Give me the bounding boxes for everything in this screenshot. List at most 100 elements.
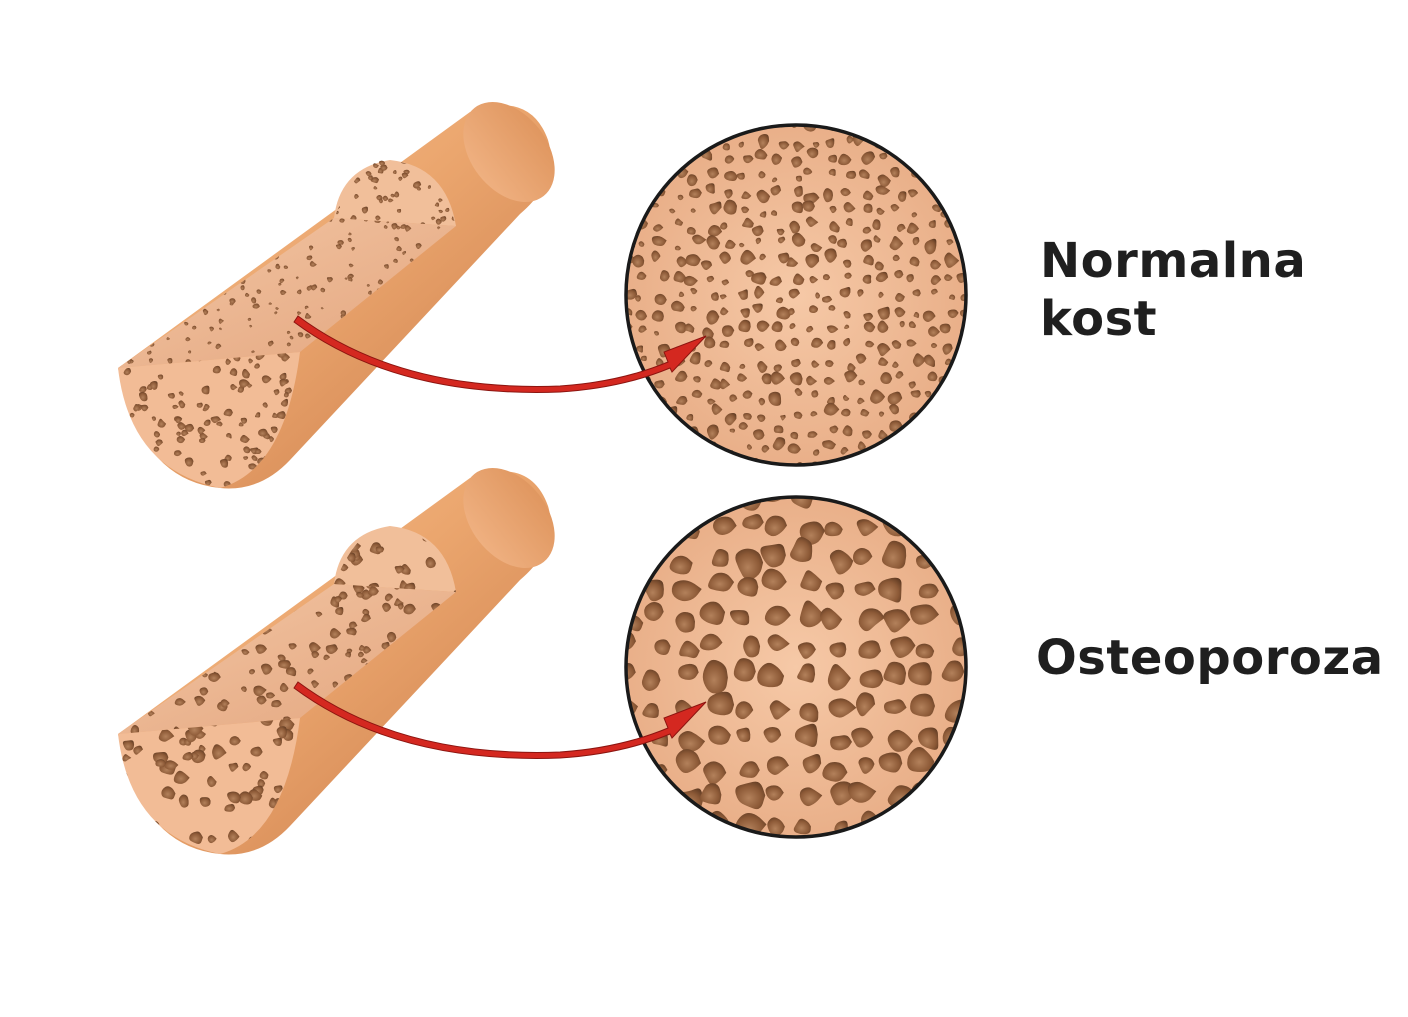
normal-pore <box>123 473 129 478</box>
osteoporosis-pore <box>270 605 280 613</box>
normal-pore <box>706 424 719 440</box>
normal-pore <box>438 209 443 214</box>
normal-pore <box>251 297 257 304</box>
osteoporosis-pore <box>416 708 427 718</box>
normal-pore <box>326 277 333 283</box>
normal-pore <box>196 402 203 408</box>
normal-pore <box>755 237 762 245</box>
normal-pore <box>683 275 698 287</box>
osteoporosis-pore <box>883 609 911 633</box>
osteoporosis-pore <box>851 727 874 748</box>
normal-pore <box>388 198 394 203</box>
normal-pore <box>710 292 719 301</box>
osteoporosis-pore <box>122 740 135 751</box>
normal-pore <box>304 305 309 310</box>
osteoporosis-pore <box>166 614 175 624</box>
osteoporosis-pore <box>332 681 339 688</box>
normal-pore <box>754 125 763 126</box>
normal-pore <box>194 254 199 258</box>
normal-pore <box>897 191 907 202</box>
normal-pore <box>653 224 664 232</box>
normal-pore <box>167 393 175 399</box>
normal-pore <box>776 228 785 236</box>
normal-pore <box>692 234 707 245</box>
normal-pore <box>815 292 820 299</box>
normal-pore <box>368 175 373 181</box>
normal-pore <box>878 357 889 366</box>
normal-pore <box>724 189 733 199</box>
osteoporosis-pore <box>384 593 393 602</box>
normal-pore <box>151 416 156 421</box>
normal-pore <box>245 247 251 252</box>
osteoporosis-pore <box>269 851 277 854</box>
normal-pore <box>812 141 820 148</box>
normal-pore <box>323 209 326 212</box>
osteoporosis-pore <box>830 735 852 751</box>
osteoporosis-pore <box>644 602 664 622</box>
normal-pore <box>277 227 282 231</box>
normal-pore <box>677 194 684 201</box>
normal-pore <box>157 208 164 214</box>
normal-pore <box>770 210 778 216</box>
normal-pore <box>368 290 372 295</box>
normal-pore <box>218 318 224 324</box>
normal-pore <box>163 262 168 266</box>
normal-pore <box>944 274 953 282</box>
normal-pore <box>244 292 250 297</box>
normal-pore <box>348 277 353 282</box>
normal-pore <box>669 208 676 214</box>
normal-pore <box>229 298 236 304</box>
normal-pore <box>701 138 710 148</box>
normal-pore <box>240 417 248 424</box>
normal-pore <box>829 221 840 233</box>
normal-pore <box>895 371 904 379</box>
normal-pore <box>347 237 352 243</box>
normal-pore <box>243 456 249 460</box>
normal-pore <box>812 449 820 456</box>
normal-pore <box>118 265 122 269</box>
osteoporosis-pore <box>199 687 209 696</box>
osteoporosis-pore <box>765 785 784 801</box>
osteoporosis-pore <box>400 563 411 575</box>
normal-pore <box>889 236 904 251</box>
normal-pore <box>339 218 345 223</box>
osteoporosis-pore <box>199 584 206 591</box>
normal-pore <box>875 271 889 283</box>
osteoporosis-pore <box>767 634 790 652</box>
osteoporosis-pore <box>847 781 877 803</box>
normal-pore <box>450 334 456 341</box>
osteoporosis-pore <box>276 726 287 739</box>
osteoporosis-pore <box>272 737 282 747</box>
normal-pore <box>177 218 183 221</box>
normal-pore <box>758 397 766 406</box>
osteoporosis-pore <box>245 584 258 591</box>
normal-pore <box>203 419 211 427</box>
normal-pore <box>370 177 379 184</box>
normal-pore <box>761 373 772 385</box>
osteoporosis-pore <box>699 633 723 651</box>
normal-pore <box>828 168 836 176</box>
normal-pore <box>224 232 231 238</box>
normal-pore <box>705 183 715 194</box>
osteoporosis-pore <box>137 659 146 669</box>
osteoporosis-pore <box>361 613 371 623</box>
normal-pore <box>184 423 195 432</box>
normal-pore <box>751 272 767 285</box>
osteoporosis-pore <box>285 667 297 677</box>
normal-pore <box>205 298 209 301</box>
normal-pore <box>258 428 268 437</box>
osteoporosis-pore <box>681 523 700 540</box>
normal-pore <box>276 411 286 419</box>
normal-pore <box>675 321 688 334</box>
normal-pore <box>741 191 752 200</box>
normal-pore <box>719 294 727 300</box>
normal-pore <box>320 287 326 293</box>
normal-pore <box>786 257 799 267</box>
osteoporosis-pore <box>159 674 166 681</box>
osteoporosis-pore <box>334 525 343 537</box>
osteoporosis-pore <box>122 590 130 597</box>
normal-pore <box>825 138 835 148</box>
normal-pore <box>143 459 150 467</box>
normal-pore <box>223 408 233 417</box>
osteoporosis-pore <box>250 746 263 757</box>
